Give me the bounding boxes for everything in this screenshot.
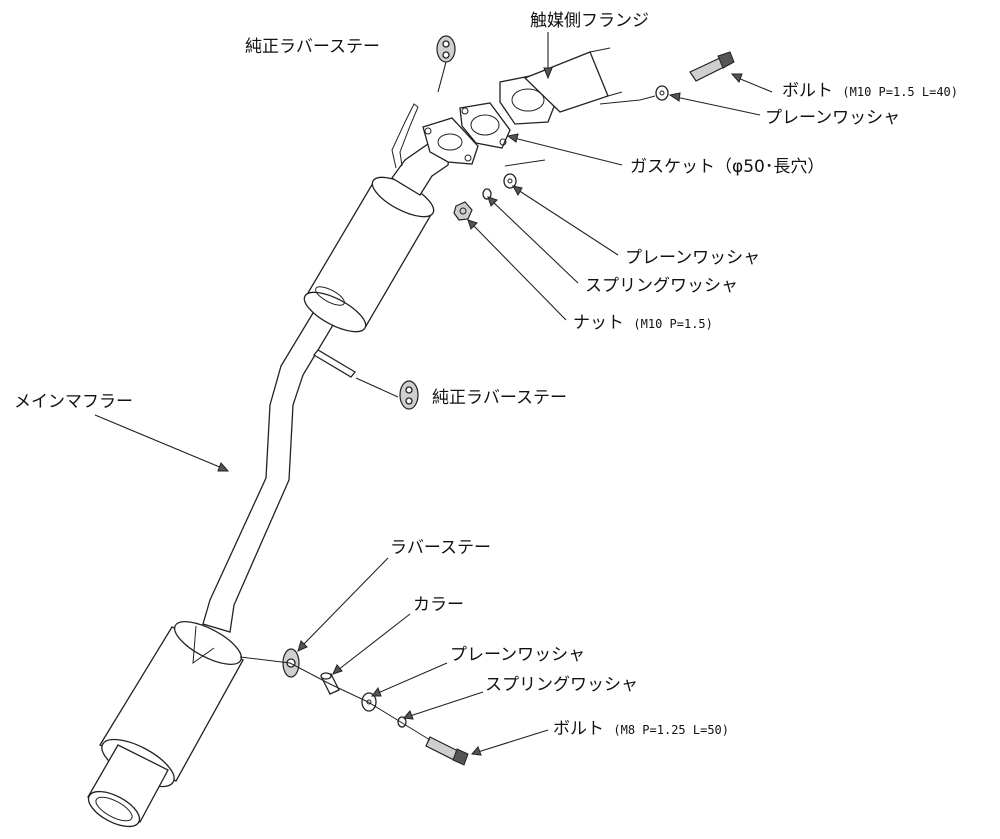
label-nut-m10-name: ナット: [573, 313, 624, 333]
label-rubber-stay: ラバーステー: [390, 538, 491, 558]
label-bolt-m8: ボルト (M8 P=1.25 L=50): [553, 719, 729, 739]
bolt-m8-part: [425, 736, 469, 766]
spring-washer-mid-part: [482, 188, 492, 200]
label-catalyst-flange: 触媒側フランジ: [530, 11, 649, 31]
label-main-muffler: メインマフラー: [14, 392, 133, 412]
catalyst-flange-part: [499, 47, 623, 125]
label-stock-rubber-stay-mid: 純正ラバーステー: [432, 388, 567, 408]
stock-rubber-stay-top-part: [436, 35, 456, 63]
label-plain-washer-top: プレーンワッシャ: [765, 108, 900, 128]
label-spring-washer-mid: スプリングワッシャ: [585, 276, 738, 296]
front-resonator: [303, 176, 435, 333]
plain-washer-mid-part: [503, 173, 517, 189]
label-nut-m10: ナット (M10 P=1.5): [573, 313, 713, 333]
inlet-flange: [422, 117, 479, 165]
label-stock-rubber-stay-top: 純正ラバーステー: [245, 37, 380, 57]
label-nut-m10-spec: (M10 P=1.5): [633, 317, 712, 331]
label-bolt-m10-spec: (M10 P=1.5 L=40): [842, 85, 958, 99]
leader-lines: [94, 32, 773, 756]
label-plain-washer-bottom: プレーンワッシャ: [450, 645, 585, 665]
tail-pipe: [87, 744, 169, 828]
label-collar: カラー: [413, 595, 464, 615]
bolt-m10-part: [689, 51, 735, 82]
assembly-lines: [239, 95, 656, 741]
label-gasket: ガスケット（φ50･長穴）: [630, 157, 824, 177]
label-bolt-m8-spec: (M8 P=1.25 L=50): [613, 723, 729, 737]
gasket-part: [459, 102, 511, 149]
label-bolt-m8-name: ボルト: [553, 719, 604, 739]
label-bolt-m10-name: ボルト: [782, 81, 833, 101]
plain-washer-top-part: [655, 85, 669, 101]
stock-rubber-stay-mid-part: [313, 349, 419, 410]
nut-m10-part: [453, 201, 473, 221]
label-spring-washer-bottom: スプリングワッシャ: [485, 675, 638, 695]
label-bolt-m10: ボルト (M10 P=1.5 L=40): [782, 81, 958, 101]
label-plain-washer-mid: プレーンワッシャ: [625, 248, 760, 268]
